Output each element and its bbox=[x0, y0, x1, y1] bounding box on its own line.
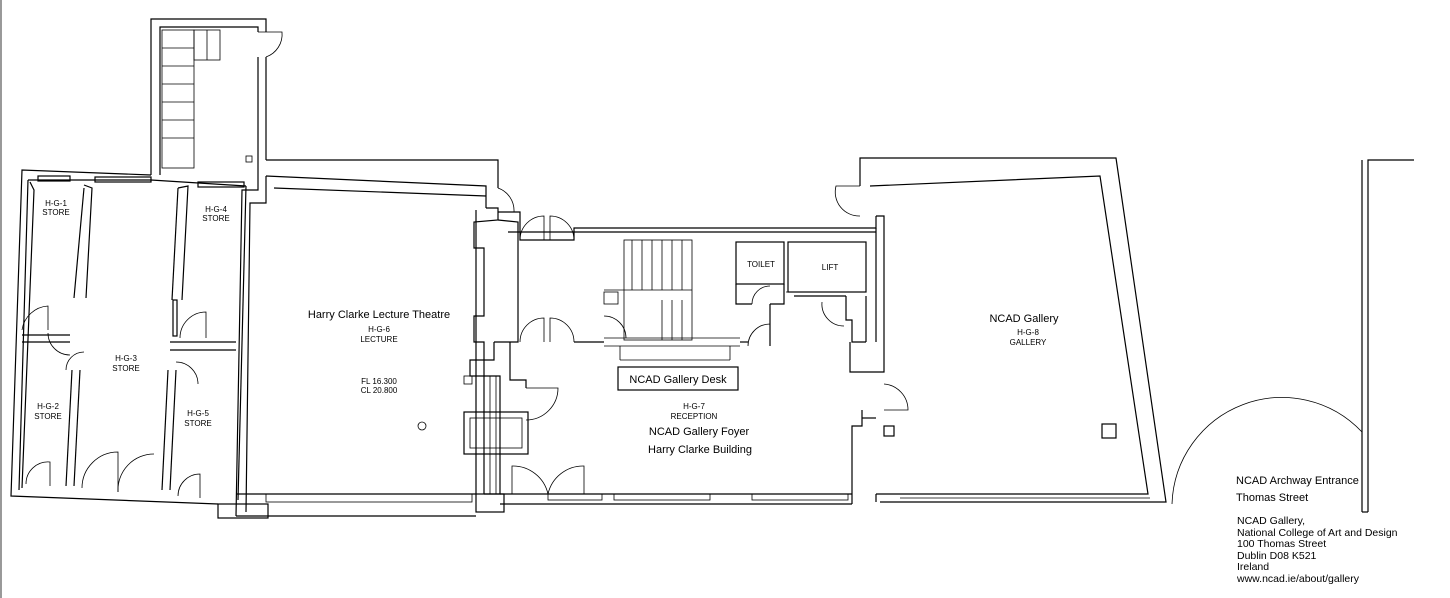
lift-label: LIFT bbox=[822, 263, 839, 272]
room-hg5-use: STORE bbox=[184, 419, 211, 428]
room-hg7-code: H-G-7 bbox=[683, 402, 705, 411]
room-hg4-use: STORE bbox=[202, 214, 229, 223]
gallery-walls bbox=[834, 157, 1167, 503]
gallery-desk-box bbox=[617, 366, 739, 391]
room-hg1-use: STORE bbox=[42, 208, 69, 217]
room-hg4-code: H-G-4 bbox=[205, 205, 227, 214]
room-hg8-name: NCAD Gallery bbox=[989, 313, 1059, 325]
lecture-theatre-walls bbox=[217, 175, 515, 519]
store-block bbox=[10, 169, 247, 505]
foyer-walls bbox=[463, 211, 909, 513]
room-hg6-name: Harry Clarke Lecture Theatre bbox=[308, 309, 450, 321]
room-hg3-use: STORE bbox=[112, 364, 139, 373]
gallery-desk-label: NCAD Gallery Desk bbox=[629, 374, 727, 386]
room-hg6-code: H-G-6 bbox=[368, 325, 390, 334]
room-hg7-name: NCAD Gallery Foyer bbox=[649, 426, 750, 438]
stair-tower bbox=[150, 18, 499, 188]
street-label: Thomas Street bbox=[1236, 492, 1309, 504]
toilet-label: TOILET bbox=[747, 260, 775, 269]
room-hg7-building: Harry Clarke Building bbox=[648, 444, 752, 456]
address-line: Ireland bbox=[1237, 561, 1270, 573]
address-line: 100 Thomas Street bbox=[1237, 538, 1327, 550]
room-hg6-use: LECTURE bbox=[360, 335, 397, 344]
room-hg6-floor-level: FL 16.300 bbox=[361, 377, 397, 386]
room-hg8-code: H-G-8 bbox=[1017, 328, 1039, 337]
room-hg6-ceiling-level: CL 20.800 bbox=[361, 386, 398, 395]
website-link[interactable]: www.ncad.ie/about/gallery bbox=[1237, 572, 1359, 585]
room-hg5-code: H-G-5 bbox=[187, 409, 209, 418]
address-line: NCAD Gallery, bbox=[1237, 515, 1306, 527]
room-hg8-use: GALLERY bbox=[1010, 338, 1047, 347]
room-hg3-code: H-G-3 bbox=[115, 354, 137, 363]
room-hg2-use: STORE bbox=[34, 412, 61, 421]
archway-entrance-label: NCAD Archway Entrance bbox=[1236, 475, 1359, 487]
room-hg2-code: H-G-2 bbox=[37, 402, 59, 411]
address-block: NCAD Gallery, National College of Art an… bbox=[1237, 515, 1398, 585]
room-hg7-use: RECEPTION bbox=[671, 412, 718, 421]
address-line: Dublin D08 K521 bbox=[1237, 549, 1317, 562]
room-hg1-code: H-G-1 bbox=[45, 199, 67, 208]
address-line: National College of Art and Design bbox=[1237, 526, 1398, 539]
archway-entrance bbox=[1171, 159, 1414, 513]
